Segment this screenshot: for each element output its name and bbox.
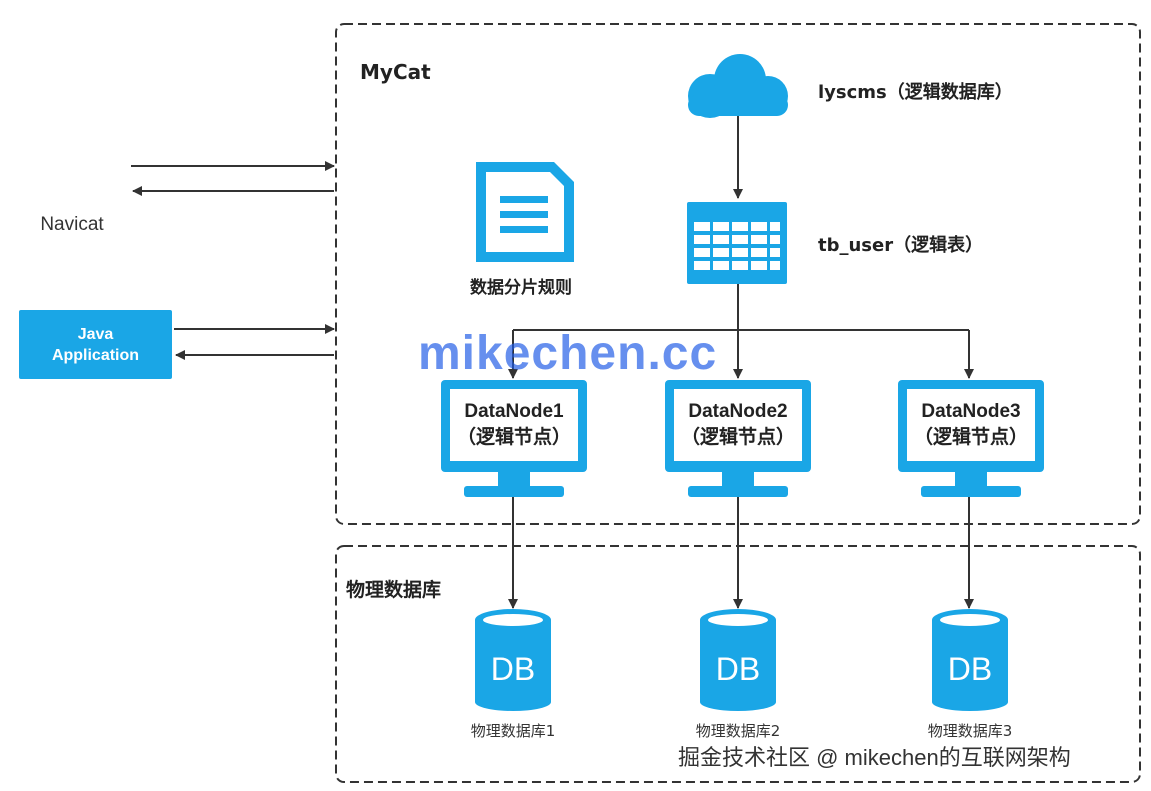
db3-icon-text: DB [948, 651, 992, 687]
db1-label: 物理数据库1 [470, 722, 556, 740]
db2-icon-text: DB [716, 651, 760, 687]
navicat-label: Navicat [40, 214, 104, 235]
datanode2-monitor-icon [665, 380, 811, 497]
datanode2-name: DataNode2 [688, 401, 788, 422]
logical-db-label: lyscms（逻辑数据库） [818, 82, 1013, 103]
datanode3-name: DataNode3 [921, 401, 1021, 422]
datanode2-sub: （逻辑节点） [680, 427, 795, 448]
db1-icon-text: DB [491, 651, 535, 687]
db2-label: 物理数据库2 [695, 722, 781, 740]
database2-icon [700, 609, 776, 711]
database3-icon [932, 609, 1008, 711]
datanode1-monitor-icon [441, 380, 587, 497]
datanode2-label: DataNode2 （逻辑节点） [673, 399, 803, 451]
datanode3-label: DataNode3 （逻辑节点） [906, 399, 1036, 451]
table-icon [687, 202, 787, 284]
sharding-rules-label: 数据分片规则 [470, 278, 572, 298]
document-icon [476, 162, 574, 262]
datanode3-sub: （逻辑节点） [913, 427, 1028, 448]
mycat-title: MyCat [360, 60, 431, 84]
physical-db-title: 物理数据库 [346, 579, 442, 601]
navicat-client [14, 128, 130, 238]
java-label-line2: Application [51, 346, 140, 364]
java-application-client: Java Application [19, 310, 172, 379]
credit-text: 掘金技术社区 @ mikechen的互联网架构 [678, 745, 1071, 770]
mycat-container [335, 23, 1141, 525]
datanode1-sub: （逻辑节点） [456, 427, 571, 448]
java-label-line1: Java [77, 325, 114, 343]
datanode1-label: DataNode1 （逻辑节点） [449, 399, 579, 451]
datanode1-name: DataNode1 [464, 401, 564, 422]
cloud-icon [688, 54, 788, 118]
db3-label: 物理数据库3 [927, 722, 1013, 740]
logical-table-label: tb_user（逻辑表） [818, 235, 984, 256]
datanode3-monitor-icon [898, 380, 1044, 497]
watermark-text: mikechen.cc [418, 327, 718, 380]
database1-icon [475, 609, 551, 711]
